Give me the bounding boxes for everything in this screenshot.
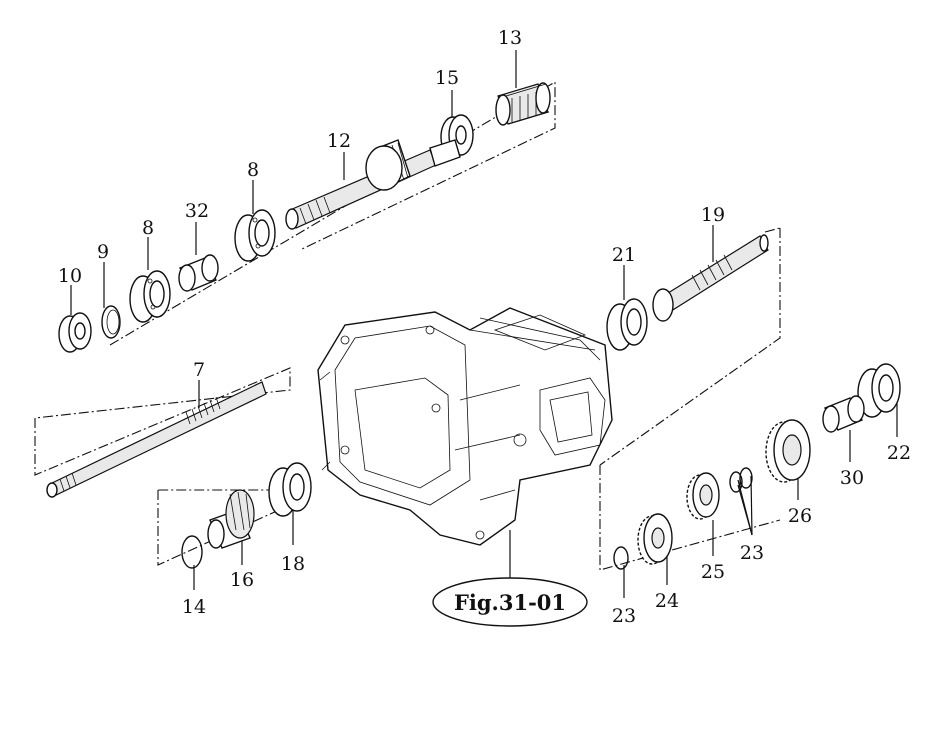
ball-bearing-21: [606, 298, 648, 351]
callout-12: 12: [327, 130, 351, 152]
collar-30: [822, 395, 865, 433]
main-shaft-7: [46, 381, 267, 498]
callout-10: 10: [58, 265, 82, 287]
gear-25: [686, 472, 720, 520]
snap-ring-23: [613, 546, 629, 570]
callout-8-upper: 8: [247, 159, 259, 181]
callout-13: 13: [498, 27, 522, 49]
snap-ring-14: [181, 535, 203, 569]
transmission-case: [317, 307, 613, 546]
ball-bearing-8-upper: [234, 209, 276, 262]
snap-rings-23: [729, 467, 753, 493]
gear-24: [637, 513, 673, 565]
countershaft-19: [652, 234, 769, 322]
pinion-shaft-12: [285, 139, 461, 230]
callout-24: 24: [655, 590, 679, 612]
ball-bearing-8-lower: [129, 270, 171, 323]
figure-reference[interactable]: Fig.31-01: [432, 577, 588, 627]
ball-bearing-22: [857, 363, 901, 418]
callout-23-left: 23: [612, 605, 636, 627]
callout-21: 21: [612, 244, 636, 266]
gear-26: [765, 419, 811, 483]
callout-25: 25: [701, 561, 725, 583]
ball-bearing-18: [268, 462, 312, 517]
callout-labels: 13 15 12 8 32 8 9 10 7 19 21 22 30 26 23…: [58, 27, 911, 627]
bevel-gear-16: [207, 489, 255, 549]
collar-32: [178, 254, 219, 292]
callout-18: 18: [281, 553, 305, 575]
callout-7: 7: [193, 359, 205, 381]
callout-26: 26: [788, 505, 812, 527]
callout-16: 16: [230, 569, 254, 591]
callout-8-lower: 8: [142, 217, 154, 239]
callout-9: 9: [97, 241, 109, 263]
snap-ring-9: [101, 305, 121, 339]
callout-23-right: 23: [740, 542, 764, 564]
callout-30: 30: [840, 467, 864, 489]
callout-32: 32: [185, 200, 209, 222]
callout-19: 19: [701, 204, 725, 226]
needle-bearing-13: [495, 82, 551, 126]
callout-15: 15: [435, 67, 459, 89]
leader-lines: [70, 50, 898, 598]
figure-reference-label: Fig.31-01: [454, 590, 566, 615]
callout-14: 14: [182, 596, 206, 618]
callout-22: 22: [887, 442, 911, 464]
oil-seal-10: [58, 312, 92, 353]
